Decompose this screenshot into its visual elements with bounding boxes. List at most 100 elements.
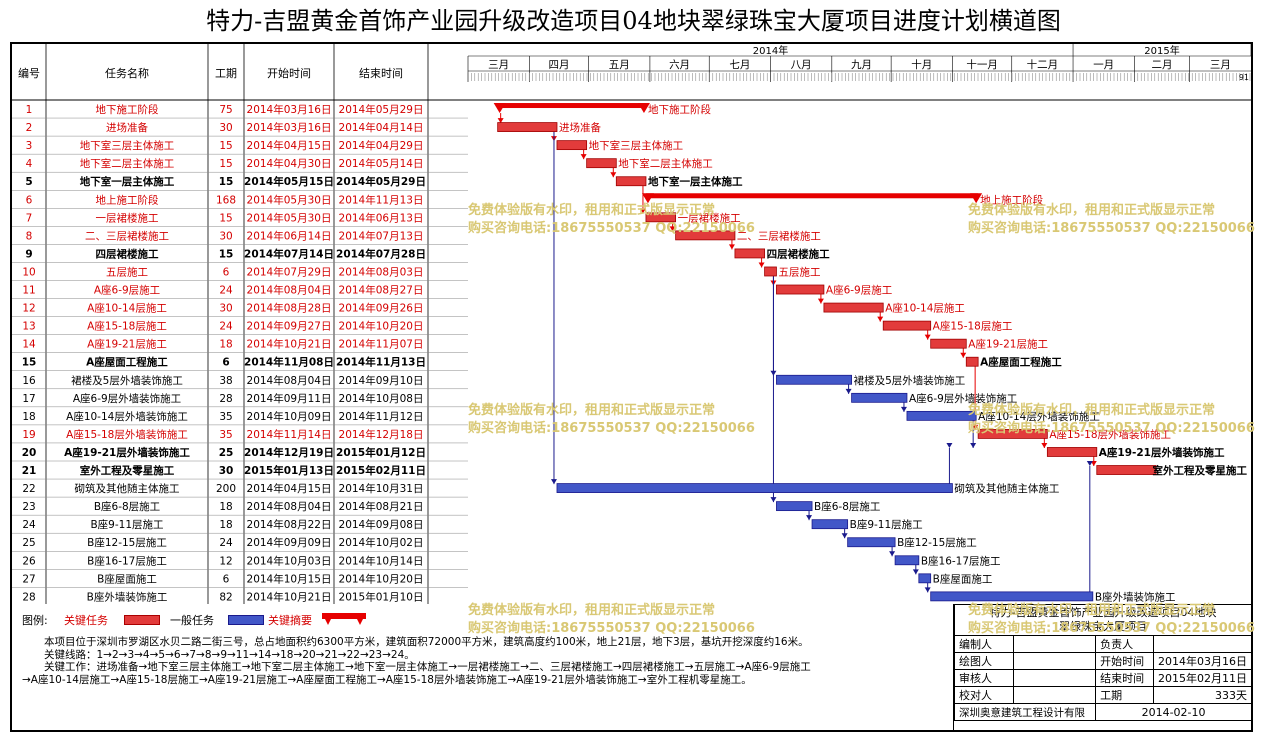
dependency-arrow [900, 406, 907, 412]
legend-summary-label: 关键摘要 [268, 614, 312, 627]
info-value [1013, 652, 1097, 670]
bar-label: 地下室二层主体施工 [618, 157, 713, 170]
task-end: 2014年11月13日 [339, 193, 424, 206]
info-start-date: 2014年03月16日 [1153, 652, 1252, 670]
task-start: 2014年10月15日 [247, 572, 332, 585]
bar-label: 裙楼及5层外墙装饰施工 [854, 374, 966, 387]
page-title: 特力-吉盟黄金首饰产业园升级改造项目04地块翠绿珠宝大厦项目进度计划横道图 [206, 7, 1061, 35]
task-end: 2014年07月28日 [336, 247, 426, 260]
task-name: A座19-21层施工 [87, 338, 167, 351]
task-end: 2014年04月14日 [339, 121, 424, 134]
summary-cap [970, 193, 983, 204]
bar-label: 一层裙楼施工 [678, 211, 741, 224]
task-start: 2014年11月14日 [247, 428, 332, 441]
bar-label: 地下室一层主体施工 [648, 175, 743, 188]
task-id: 17 [22, 393, 35, 405]
task-end: 2014年09月08日 [339, 518, 424, 531]
task-end: 2014年10月08日 [339, 392, 424, 405]
task-end: 2014年05月14日 [339, 157, 424, 170]
description-line: 关键线路：1→2→3→4→5→6→7→8→9→11→14→18→20→21→22… [44, 648, 415, 661]
task-name: 砌筑及其他随主体施工 [75, 482, 180, 495]
task-name: A座19-21层外墙装饰施工 [64, 446, 190, 459]
task-duration: 168 [216, 194, 236, 206]
task-end: 2014年08月27日 [339, 284, 424, 297]
info-duration: 333天 [1153, 686, 1252, 704]
dependency-arrow [877, 316, 884, 322]
task-end: 2014年08月21日 [339, 500, 424, 513]
task-duration: 15 [219, 158, 232, 170]
info-key: 负责人 [1095, 635, 1154, 653]
task-bar [851, 392, 908, 403]
task-duration: 18 [219, 339, 232, 351]
task-id: 13 [22, 321, 35, 333]
task-start: 2014年05月30日 [247, 193, 332, 206]
task-end: 2014年09月10日 [339, 374, 424, 387]
task-end: 2014年04月29日 [339, 139, 424, 152]
dependency-arrow [1041, 442, 1048, 448]
task-start: 2014年09月11日 [247, 392, 332, 405]
task-name: 地下室二层主体施工 [80, 157, 175, 170]
month-label: 十一月 [966, 58, 998, 71]
task-duration: 35 [219, 411, 232, 423]
task-end: 2014年10月20日 [339, 320, 424, 333]
task-end: 2014年07月13日 [339, 229, 424, 242]
task-bar [645, 212, 677, 223]
info-key: 审核人 [953, 669, 1015, 687]
task-bar [615, 176, 647, 187]
bar-label: 室外工程及零星施工 [1153, 464, 1248, 477]
month-label: 五月 [609, 59, 630, 71]
task-start: 2014年10月21日 [247, 590, 332, 603]
task-bar [977, 429, 1048, 439]
task-id: 22 [22, 483, 35, 495]
task-start: 2014年10月09日 [247, 410, 332, 423]
dependency-arrow [610, 172, 617, 178]
month-label: 八月 [791, 59, 812, 71]
bar-label: B座9-11层施工 [850, 518, 923, 531]
task-duration: 6 [223, 573, 230, 585]
task-end: 2014年11月13日 [336, 356, 426, 369]
task-duration: 15 [219, 140, 232, 152]
task-duration: 15 [219, 248, 234, 260]
task-duration: 35 [219, 429, 232, 441]
info-value [1013, 669, 1097, 687]
dependency-arrow [817, 298, 824, 304]
task-end: 2014年10月31日 [339, 482, 424, 495]
task-bar [882, 320, 932, 331]
task-bar [1096, 465, 1157, 475]
info-value [1013, 635, 1097, 653]
task-id: 3 [26, 140, 33, 152]
task-id: 8 [26, 230, 33, 242]
task-start: 2014年08月04日 [247, 500, 332, 513]
task-id: 2 [26, 122, 33, 134]
summary-cap [637, 103, 650, 114]
task-start: 2014年03月16日 [247, 121, 332, 134]
task-start: 2014年07月29日 [247, 265, 332, 278]
task-name: A座10-14层外墙装饰施工 [66, 410, 188, 423]
task-id: 10 [22, 266, 35, 278]
task-name: A座6-9层外墙装饰施工 [73, 392, 181, 405]
task-end: 2014年10月20日 [339, 572, 424, 585]
dependency-arrow [1090, 461, 1097, 467]
bar-label: A座屋面工程施工 [980, 356, 1062, 369]
legend-normal-swatch [228, 615, 264, 625]
task-id: 20 [22, 447, 37, 459]
task-start: 2014年09月09日 [247, 536, 332, 549]
bar-label: B座6-8层施工 [814, 500, 880, 513]
task-id: 24 [22, 519, 36, 531]
task-id: 21 [22, 465, 37, 477]
task-start: 2014年12月19日 [244, 446, 334, 459]
task-id: 28 [22, 591, 35, 603]
bar-label: A座10-14层外墙装饰施工 [978, 410, 1100, 423]
dependency-arrow [497, 118, 504, 124]
task-name: 地下施工阶段 [96, 103, 159, 116]
year-label: 2015年 [1144, 44, 1179, 57]
task-name: 地上施工阶段 [96, 193, 159, 206]
month-label: 十月 [911, 58, 932, 71]
task-duration: 200 [216, 483, 236, 495]
info-end-date: 2015年02月11日 [1153, 669, 1252, 687]
info-value [1013, 686, 1097, 704]
task-end: 2015年02月11日 [336, 464, 426, 477]
legend-normal-label: 一般任务 [170, 614, 214, 627]
task-start: 2014年05月15日 [244, 175, 334, 188]
dependency-arrow [806, 515, 813, 521]
